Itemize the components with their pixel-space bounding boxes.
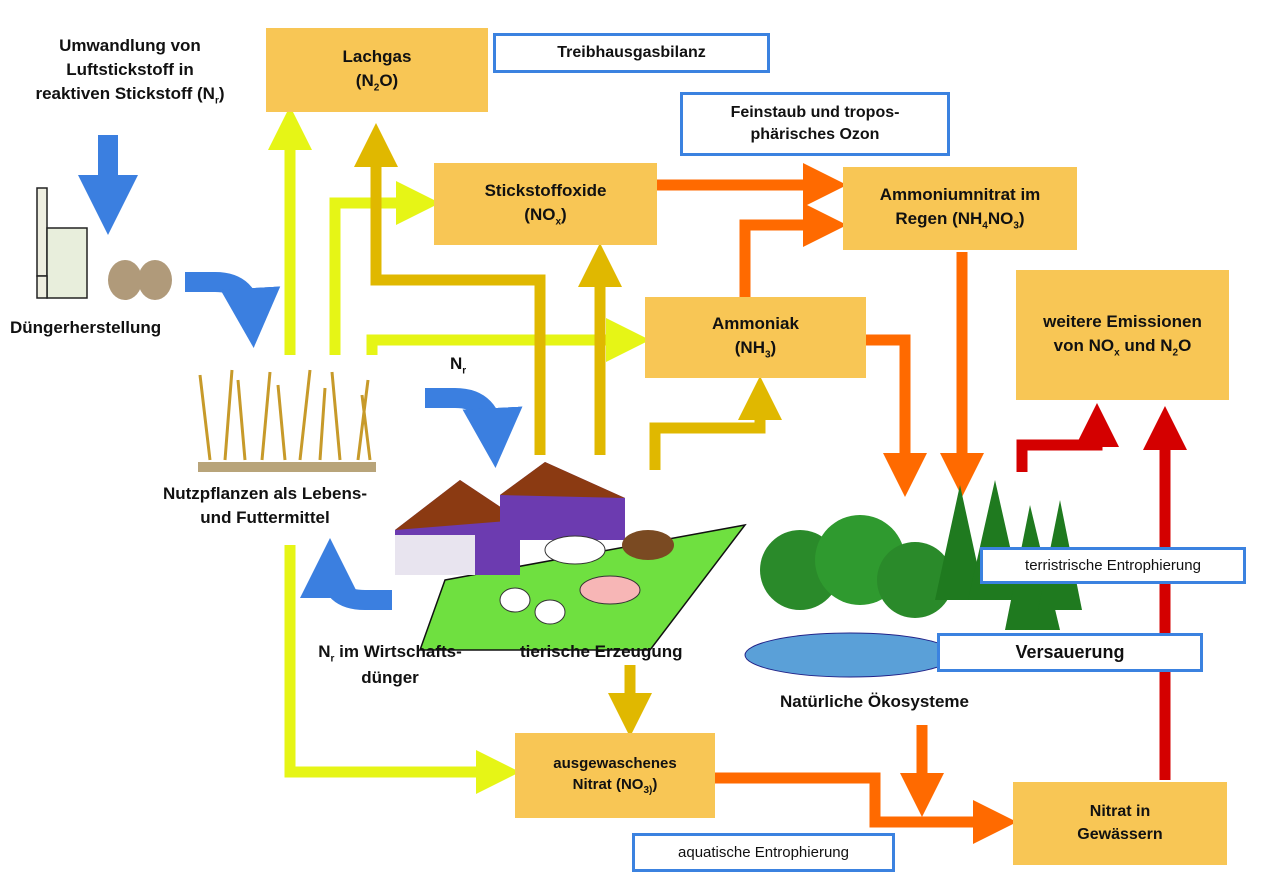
box-ammonium-nitrate: Ammoniumnitrat im Regen (NH4NO3) — [843, 167, 1077, 250]
arrow-crops-to-nox — [329, 181, 440, 355]
box-title: Stickstoffoxide — [484, 180, 607, 200]
arrow-ecosystems-to-emissions — [1016, 403, 1119, 472]
box-nitrous-oxide: Lachgas (N2O) — [266, 28, 488, 112]
label-acidification: Versauerung — [937, 633, 1203, 672]
text-manure: Nr im Wirtschafts-dünger — [318, 642, 462, 688]
arrow-animals-to-n2o — [354, 123, 546, 455]
arrow-manure-to-crops — [300, 538, 392, 610]
box-title: Nitrat in — [1089, 803, 1151, 821]
label-aquatic-eutrophication: aquatische Entrophierung — [632, 833, 895, 872]
label-line: Feinstaub und tropos- — [730, 103, 900, 121]
box-ammonia: Ammoniak (NH3) — [645, 297, 866, 378]
box-formula: Regen (NH4NO3) — [895, 209, 1025, 232]
box-title: Ammoniak — [712, 314, 799, 334]
box-formula: (NH3) — [734, 338, 777, 361]
crops-icon — [198, 369, 376, 472]
text-crops: Nutzpflanzen als Lebens-und Futtermittel — [162, 484, 368, 527]
label-line: phärisches Ozon — [750, 126, 880, 143]
arrow-crops-to-nh3 — [366, 318, 650, 362]
box-formula: (NOx) — [524, 204, 567, 228]
box-further-emissions: weitere Emissionen von NOx und N2O — [1016, 270, 1229, 400]
box-formula: (N2O) — [355, 70, 399, 94]
label-particulate-ozone: Feinstaub und tropos-phärisches Ozon — [680, 92, 950, 156]
text-fertilizer-production: Düngerherstellung — [10, 318, 162, 337]
box-nitrate-in-water: Nitrat in Gewässern — [1013, 782, 1227, 865]
label-terrestrial-eutrophication: terristrische Entrophierung — [980, 547, 1246, 584]
arrow-nh3-to-ecosystems — [866, 334, 927, 497]
box-title: weitere Emissionen — [1043, 311, 1202, 331]
box-formula: Nitrat (NO3)) — [572, 776, 658, 796]
arrow-nh3-to-ammoniumnitrate — [739, 203, 847, 297]
box-title: Lachgas — [342, 46, 412, 66]
arrow-crops-to-nitrate — [284, 545, 520, 794]
arrow-nitrate-to-water — [715, 772, 1017, 844]
arrow-fertilizer-to-crops — [185, 272, 281, 348]
text-natural-ecosystems: Natürliche Ökosysteme — [780, 692, 969, 711]
text-nr: Nr — [450, 354, 467, 377]
arrow-animals-to-nh3 — [649, 376, 782, 470]
box-nitrogen-oxides: Stickstoffoxide (NOx) — [434, 163, 657, 245]
box-formula: von NOx und N2O — [1053, 335, 1192, 359]
arrow-nr-to-animals — [425, 388, 523, 468]
label-greenhouse-balance: Treibhausgasbilanz — [493, 33, 770, 73]
farm-icon — [395, 462, 747, 651]
text-animal-production: tierische Erzeugung — [520, 642, 683, 661]
box-title: ausgewaschenes — [553, 755, 677, 772]
fertilizer-bags-icon — [108, 260, 172, 300]
box-leached-nitrate: ausgewaschenes Nitrat (NO3)) — [515, 733, 715, 818]
box-title: Ammoniumnitrat im — [879, 185, 1041, 205]
box-subtitle: Gewässern — [1077, 825, 1163, 843]
factory-icon — [36, 187, 88, 299]
